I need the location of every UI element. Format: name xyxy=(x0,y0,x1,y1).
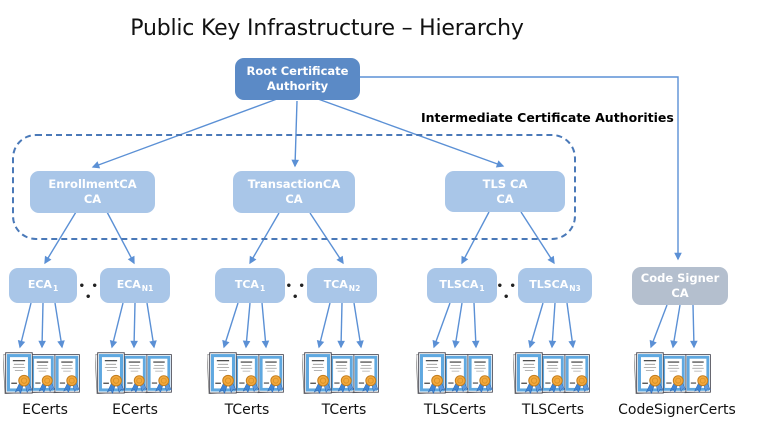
cert-group-codesignercerts xyxy=(634,351,714,396)
node-label: CA xyxy=(285,192,303,206)
node-label: Code Signer xyxy=(640,271,720,286)
node-label: TLSCA xyxy=(529,278,569,292)
node-label: CA xyxy=(496,191,514,206)
certificate-icon xyxy=(207,351,285,395)
cert-group-label: TLSCerts xyxy=(521,402,585,418)
node-subscript: N1 xyxy=(141,284,154,294)
node-enrollment-ca: EnrollmentCA CA xyxy=(30,171,155,213)
node-tls-ca: TLS CA CA xyxy=(445,171,565,212)
node-label: CA xyxy=(83,192,102,206)
certificate-icon xyxy=(416,351,494,395)
node-subscript: 1 xyxy=(52,284,59,294)
certificate-icon xyxy=(302,351,380,395)
diagram-title: Public Key Infrastructure – Hierarchy xyxy=(130,16,524,41)
cert-group-label: TLSCerts xyxy=(423,402,487,418)
node-label: TCA xyxy=(323,278,348,292)
node-subscript: N3 xyxy=(569,284,581,294)
cert-group-tcerts-1 xyxy=(207,351,287,396)
node-label: CA xyxy=(671,286,689,300)
node-label: ECA xyxy=(116,278,141,292)
node-transaction-ca: TransactionCA CA xyxy=(233,171,355,213)
certificate-icon xyxy=(634,351,712,395)
node-label: ECA xyxy=(27,278,52,292)
node-label: TLS CA xyxy=(482,176,528,191)
cert-group-ecerts-1 xyxy=(3,351,83,396)
ellipsis-dots: • • • xyxy=(78,281,100,303)
node-label: EnrollmentCA xyxy=(48,177,137,192)
node-root-certificate-authority: Root Certificate Authority xyxy=(235,58,360,100)
cert-group-tlscerts-1 xyxy=(416,351,496,396)
certificate-icon xyxy=(513,351,591,395)
node-label: TLSCA xyxy=(439,278,479,292)
node-subscript: 1 xyxy=(479,284,485,294)
node-label: TCA xyxy=(234,278,259,292)
node-subscript: 1 xyxy=(259,284,266,294)
ellipsis-dots: • • • xyxy=(285,281,307,303)
intermediate-group-label: Intermediate Certificate Authorities xyxy=(421,110,674,125)
certificate-icon xyxy=(3,351,81,395)
cert-group-label: TCerts xyxy=(321,402,367,418)
node-subscript: N2 xyxy=(348,284,361,294)
cert-group-label: ECerts xyxy=(22,402,68,418)
cert-group-label: TCerts xyxy=(224,402,270,418)
node-label: TransactionCA xyxy=(247,177,341,192)
cert-group-label: CodeSignerCerts xyxy=(618,402,736,418)
certificate-icon xyxy=(95,351,173,395)
node-code-signer-ca: Code Signer CA xyxy=(632,267,728,305)
cert-group-ecerts-2 xyxy=(95,351,175,396)
node-label: Root Certificate Authority xyxy=(246,64,349,93)
intermediate-group-outline xyxy=(12,134,576,240)
cert-group-tcerts-2 xyxy=(302,351,382,396)
ellipsis-dots: • • • xyxy=(496,281,518,303)
cert-group-label: ECerts xyxy=(112,402,158,418)
cert-group-tlscerts-2 xyxy=(513,351,593,396)
